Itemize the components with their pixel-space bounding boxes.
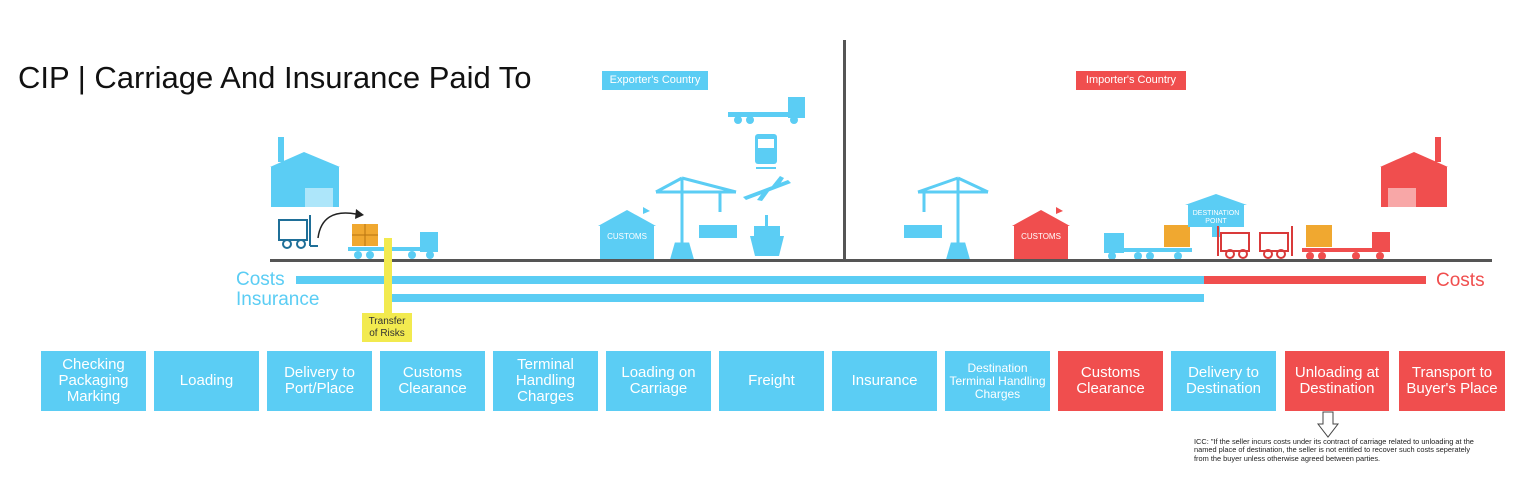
- crane-import-icon: [917, 176, 989, 260]
- step-label: Customs Clearance: [398, 364, 467, 397]
- step-box: Freight: [719, 351, 824, 411]
- airplane-icon: [743, 176, 791, 201]
- step-label: Unloading at Destination: [1294, 364, 1380, 397]
- customs-sign-import: CUSTOMS: [1021, 232, 1061, 241]
- step-box: Destination Terminal Handling Charges: [945, 351, 1050, 411]
- ship-icon: [750, 215, 784, 256]
- buyer-factory-icon: [1380, 137, 1448, 207]
- importer-country-tag: Importer's Country: [1076, 71, 1186, 90]
- destination-sign-line2: POINT: [1205, 218, 1227, 225]
- transfer-label-line2: of Risks: [369, 328, 405, 339]
- step-box: Terminal Handling Charges: [493, 351, 598, 411]
- step-label: Checking Packaging Marking: [58, 356, 129, 405]
- transfer-of-risks-marker: [384, 238, 392, 314]
- step-box: Customs Clearance: [1058, 351, 1163, 411]
- insurance-label: Insurance: [236, 289, 320, 310]
- loading-arrow-icon: [317, 212, 357, 239]
- note-arrow-icon: [1316, 411, 1340, 438]
- forklift-icon: [278, 215, 318, 249]
- crane-export-icon: [655, 176, 737, 260]
- step-label: Destination Terminal Handling Charges: [949, 360, 1046, 401]
- destination-sign-line1: DESTINATION: [1193, 210, 1240, 217]
- step-box: Transport to Buyer's Place: [1399, 351, 1505, 411]
- step-box: Loading on Carriage: [606, 351, 711, 411]
- step-label: Terminal Handling Charges: [515, 356, 576, 405]
- insurance-bar: [392, 294, 1204, 302]
- step-box: Delivery to Destination: [1171, 351, 1276, 411]
- buyer-costs-bar: [1204, 276, 1426, 284]
- step-label: Loading on Carriage: [621, 364, 696, 397]
- step-label: Freight: [748, 372, 795, 389]
- page-title: CIP | Carriage And Insurance Paid To: [18, 60, 532, 95]
- step-box: Customs Clearance: [380, 351, 485, 411]
- container-import-icon: [904, 225, 942, 238]
- buyer-costs-label: Costs: [1436, 270, 1485, 291]
- customs-house-export-icon: [598, 207, 656, 260]
- exporter-country-tag: Exporter's Country: [602, 71, 708, 90]
- step-box: Delivery to Port/Place: [267, 351, 372, 411]
- step-label: Customs Clearance: [1076, 364, 1145, 397]
- step-box: Insurance: [832, 351, 937, 411]
- customs-sign-export: CUSTOMS: [607, 232, 647, 241]
- step-label: Transport to Buyer's Place: [1406, 364, 1498, 397]
- buyer-truck-icon: [1302, 225, 1390, 260]
- seller-costs-label: Costs: [236, 269, 285, 290]
- forklift-red-icon: [1217, 226, 1293, 259]
- freight-truck-icon: [728, 97, 805, 124]
- icc-note: ICC: "If the seller incurs costs under i…: [1194, 437, 1474, 463]
- factory-icon: [270, 137, 340, 207]
- step-label: Loading: [179, 372, 234, 389]
- step-label: Delivery to Destination: [1185, 364, 1262, 397]
- step-label: Delivery to Port/Place: [284, 364, 355, 397]
- country-divider: [843, 40, 846, 260]
- transfer-of-risks-label: Transfer of Risks: [362, 313, 412, 342]
- step-box: Checking Packaging Marking: [41, 351, 146, 411]
- step-box: Unloading at Destination: [1285, 351, 1389, 411]
- container-export-icon: [699, 225, 737, 238]
- transfer-label-line1: Transfer: [368, 316, 406, 327]
- train-icon: [755, 134, 777, 169]
- step-label: Insurance: [851, 372, 918, 389]
- destination-sign-icon: [1185, 194, 1247, 237]
- customs-house-import-icon: [1012, 207, 1070, 260]
- seller-costs-bar: [296, 276, 1204, 284]
- ground-line: [270, 259, 1492, 262]
- export-truck-icon: [348, 224, 438, 259]
- step-box: Loading: [154, 351, 259, 411]
- import-truck-icon: [1104, 225, 1192, 260]
